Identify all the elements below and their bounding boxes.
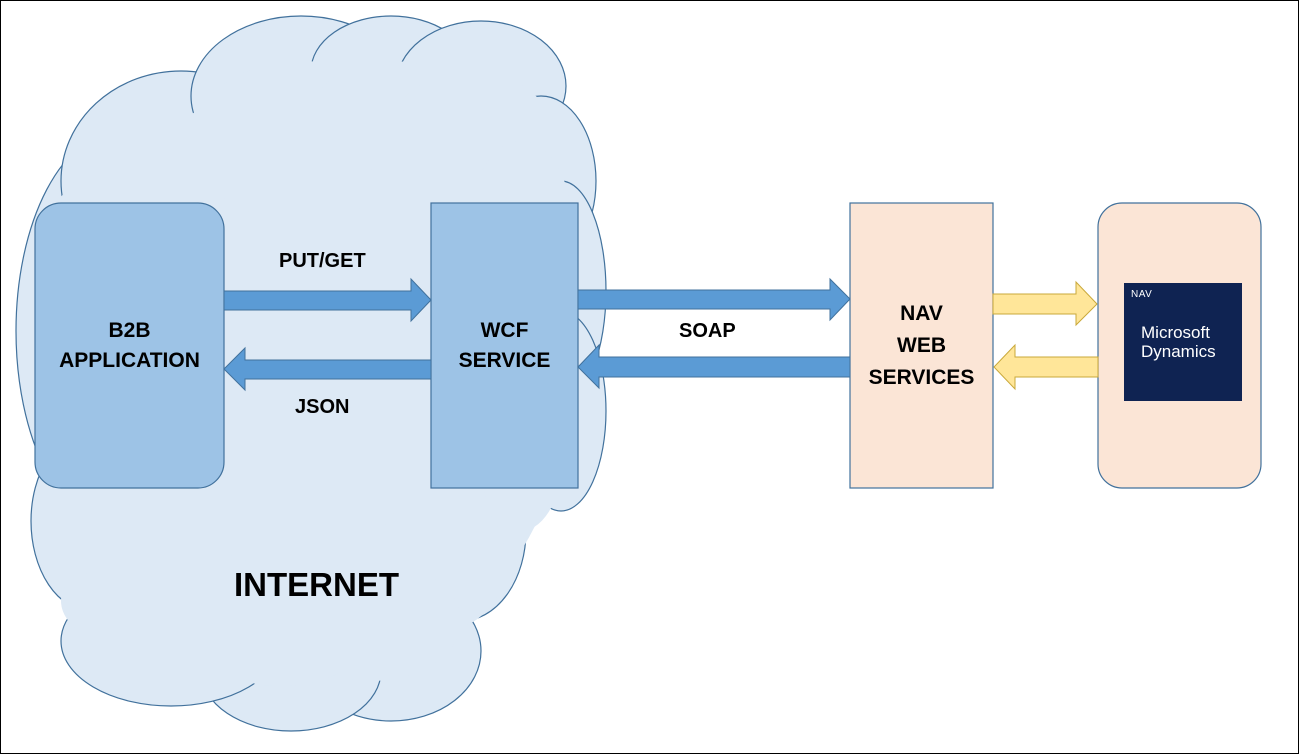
b2b-label-line1: B2B xyxy=(108,318,151,342)
internet-label: INTERNET xyxy=(234,566,399,603)
dynamics-to-nav-arrow xyxy=(993,343,1099,391)
b2b-application-box xyxy=(34,202,225,489)
nav-label-line1: NAV xyxy=(900,301,943,325)
microsoft-dynamics-logo: NAV Microsoft Dynamics xyxy=(1124,283,1242,401)
wcf-label-line1: WCF xyxy=(480,318,529,342)
wcf-service-label: WCF SERVICE xyxy=(431,203,578,488)
put-get-label: PUT/GET xyxy=(279,250,366,272)
b2b-application-label: B2B APPLICATION xyxy=(35,203,224,488)
wcf-service-box xyxy=(430,202,579,489)
soap-request-arrow xyxy=(577,277,851,322)
logo-line2: Dynamics xyxy=(1141,342,1216,361)
nav-label-line2: WEB xyxy=(897,333,946,357)
nav-to-dynamics-arrow xyxy=(992,280,1098,327)
nav-web-services-label: NAV WEB SERVICES xyxy=(850,203,993,488)
wcf-label-line2: SERVICE xyxy=(458,348,551,372)
soap-response-arrow xyxy=(577,343,851,390)
soap-label: SOAP xyxy=(679,320,736,342)
logo-line1: Microsoft xyxy=(1141,323,1210,342)
logo-wordmark: Microsoft Dynamics xyxy=(1141,323,1216,361)
b2b-label-line2: APPLICATION xyxy=(59,348,200,372)
nav-web-services-box xyxy=(849,202,994,489)
put-get-arrow xyxy=(223,277,432,323)
json-label: JSON xyxy=(295,396,350,418)
logo-nav-tag: NAV xyxy=(1131,289,1153,300)
json-arrow xyxy=(223,346,432,392)
nav-label-line3: SERVICES xyxy=(868,365,975,389)
